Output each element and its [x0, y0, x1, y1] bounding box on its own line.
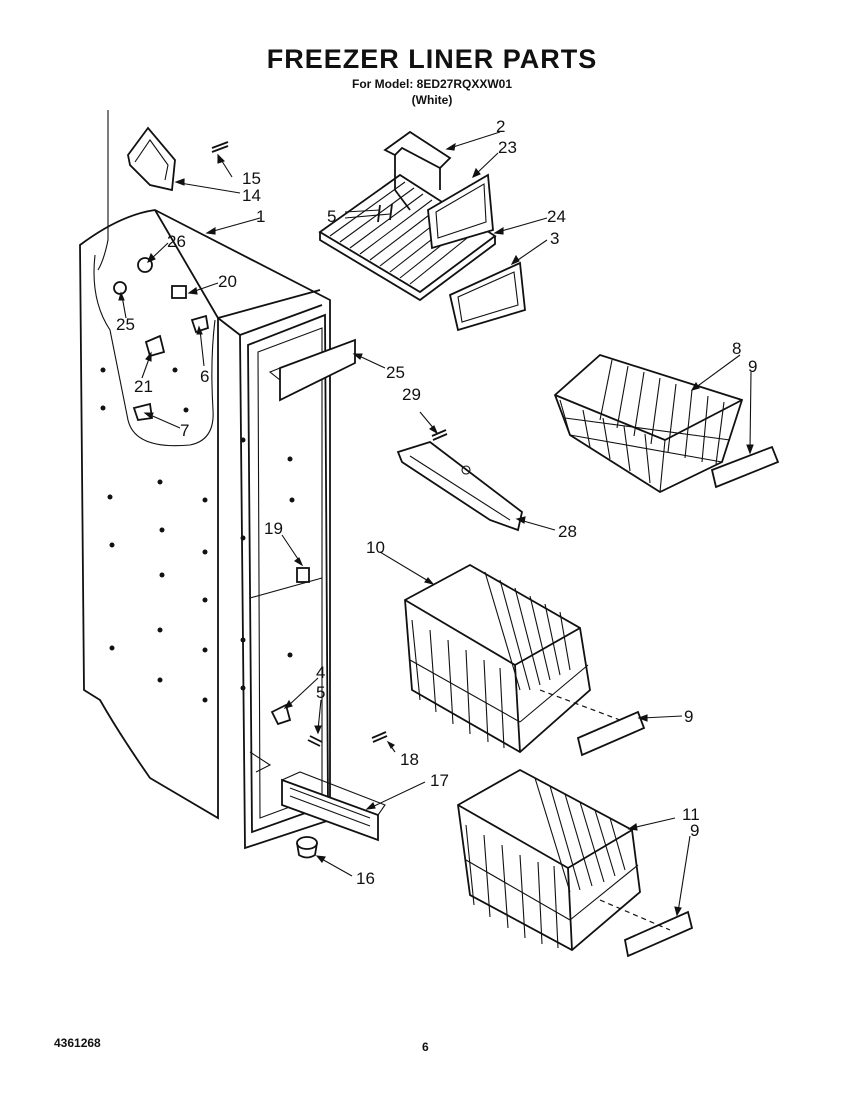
callout-5-upper: 5 — [327, 207, 336, 226]
callout-20: 20 — [218, 272, 237, 291]
callout-2: 2 — [496, 117, 505, 136]
callout-19: 19 — [264, 519, 283, 538]
clip-part-6 — [190, 314, 210, 334]
callout-3: 3 — [550, 229, 559, 248]
plug-part-16 — [296, 836, 318, 859]
leader-lines — [118, 131, 754, 917]
callout-4: 4 — [316, 663, 325, 682]
bracket-part-19 — [296, 567, 310, 583]
callout-16: 16 — [356, 869, 375, 888]
callout-18: 18 — [400, 750, 419, 769]
callout-5-lower: 5 — [316, 683, 325, 702]
freezer-liner-part-1 — [79, 110, 331, 850]
callout-9-middle: 9 — [684, 707, 693, 726]
basket-part-8 — [553, 353, 744, 494]
callout-26: 26 — [167, 232, 186, 251]
stop-part-4 — [270, 703, 292, 726]
screw-part-5-upper — [377, 203, 393, 223]
document-number: 4361268 — [54, 1036, 101, 1050]
screw-part-18 — [371, 731, 388, 743]
callout-28: 28 — [558, 522, 577, 541]
screw-part-5-lower — [307, 735, 323, 747]
callout-14: 14 — [242, 186, 261, 205]
screw-part-29 — [431, 429, 448, 441]
callout-8: 8 — [732, 339, 741, 358]
callout-21: 21 — [134, 377, 153, 396]
screw-part-15 — [211, 141, 229, 153]
page-title: FREEZER LINER PARTS — [266, 44, 598, 74]
connector-part-21 — [144, 334, 166, 358]
callout-22: 23 — [498, 138, 517, 157]
callout-17: 17 — [430, 771, 449, 790]
model-number: For Model: 8ED27RQXXW01 — [351, 77, 513, 91]
lamp-socket-part-26 — [137, 257, 153, 273]
bracket-part-14 — [127, 126, 176, 192]
callout-9-bottom: 9 — [690, 821, 699, 840]
callout-9-top: 9 — [748, 357, 757, 376]
page-number: 6 — [422, 1040, 429, 1054]
callout-23: 24 — [547, 207, 566, 226]
assembly-line — [599, 899, 671, 931]
trim-part-9-top — [710, 445, 780, 489]
basket-part-11 — [457, 768, 641, 952]
clip-part-7 — [132, 402, 154, 421]
assembly-line — [539, 689, 621, 721]
callout-1: 1 — [256, 207, 265, 226]
callout-15: 15 — [242, 169, 261, 188]
switch-part-20 — [171, 285, 187, 299]
trim-part-9-middle — [576, 710, 646, 757]
trim-part-9-bottom — [623, 910, 694, 958]
basket-part-10 — [404, 563, 591, 754]
bulb-part-25 — [113, 281, 127, 295]
callout-29: 29 — [402, 385, 421, 404]
callout-10: 10 — [366, 538, 385, 557]
rail-part-24 — [268, 338, 356, 402]
callout-7: 7 — [180, 421, 189, 440]
callout-25: 25 — [116, 315, 135, 334]
panel-part-3 — [448, 261, 526, 332]
callout-6: 6 — [200, 367, 209, 386]
model-color: (White) — [411, 93, 453, 107]
grille-part-17 — [281, 771, 386, 842]
panel-part-22 — [427, 173, 494, 250]
callout-24: 25 — [386, 363, 405, 382]
callout-11: 11 — [682, 805, 700, 824]
callout-labels: 2 23 24 3 5 1 15 14 26 20 25 6 21 7 25 2… — [116, 117, 757, 888]
bin-support-part-2 — [383, 130, 452, 211]
track-part-28 — [396, 441, 524, 532]
